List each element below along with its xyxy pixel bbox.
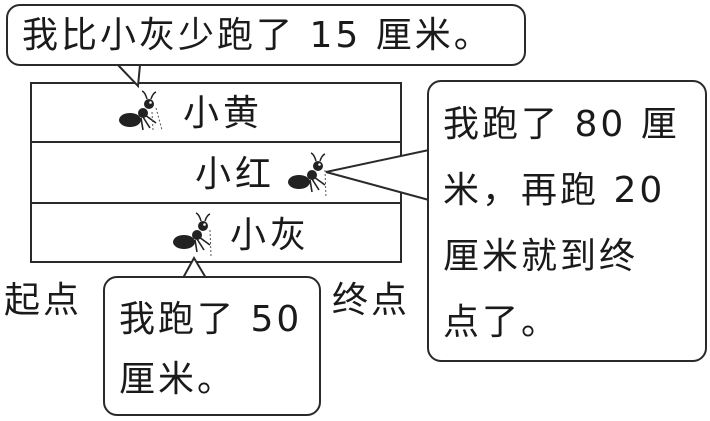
bubble-line: 米，再跑 20 (443, 170, 666, 211)
bubble-line: 厘米就到终 (443, 236, 639, 277)
ant-hong-icon (288, 152, 327, 198)
ant-name-huang: 小黄 (183, 93, 264, 134)
speech-bubble-hong: 我跑了 80 厘 米，再跑 20 厘米就到终 点了。 (427, 80, 707, 362)
ant-name-hui: 小灰 (230, 215, 311, 256)
ant-hui-icon (173, 212, 212, 257)
ant-huang-icon (119, 90, 163, 131)
bubble-line: 厘米。 (119, 359, 237, 400)
bubble-line: 我跑了 50 (119, 299, 303, 340)
bubble-line: 我跑了 80 厘 (443, 104, 680, 145)
track-lane-huang (30, 82, 402, 143)
bubble-line: 点了。 (443, 302, 561, 343)
end-label: 终点 (332, 280, 411, 321)
start-label: 起点 (4, 280, 83, 321)
track-lane-hui (30, 202, 402, 263)
bubble-text: 我比小灰少跑了 15 厘米。 (22, 15, 493, 56)
ant-name-hong: 小红 (195, 154, 276, 195)
speech-bubble-huang: 我比小灰少跑了 15 厘米。 (6, 4, 526, 66)
speech-bubble-hui: 我跑了 50 厘米。 (103, 276, 321, 416)
